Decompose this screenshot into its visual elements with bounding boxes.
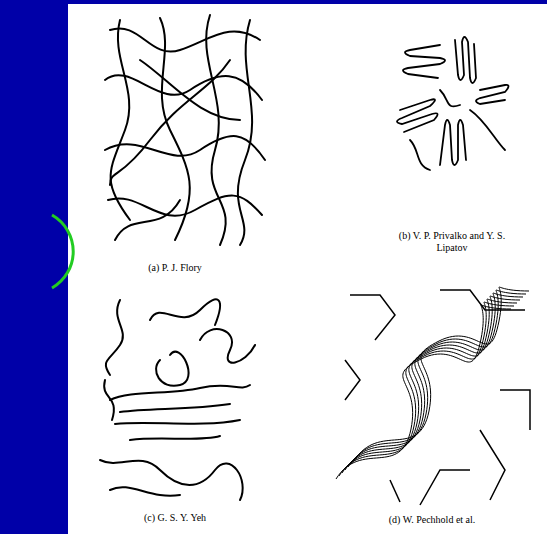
pechhold-meander	[336, 287, 529, 479]
flory-coils	[105, 15, 265, 245]
green-bracket	[52, 215, 73, 288]
pechhold-cells	[345, 290, 530, 505]
privalko-folds	[397, 37, 509, 170]
figure-caption: (d) W. Pechhold et al.	[347, 514, 517, 526]
figure-caption: (c) G. S. Y. Yeh	[100, 512, 250, 524]
white-panel	[68, 4, 547, 534]
yeh-chains	[100, 299, 255, 500]
figure-caption: (b) V. P. Privalko and Y. S. Lipatov	[397, 230, 507, 254]
figure-caption: (a) P. J. Flory	[100, 262, 250, 274]
